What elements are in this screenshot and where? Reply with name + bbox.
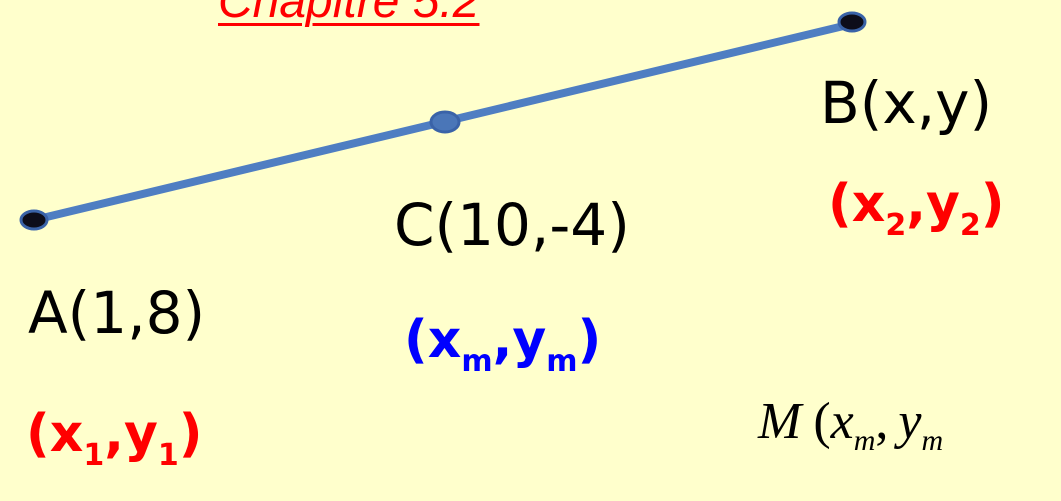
point-b-label: B(x,y) xyxy=(820,69,993,137)
point-a-generic: (x1,y1) xyxy=(26,404,203,473)
point-b-marker xyxy=(837,11,867,33)
point-b-generic: (x2,y2) xyxy=(828,174,1005,243)
chapter-title[interactable]: Chapitre 5.2 xyxy=(218,0,480,28)
midpoint-formula: M(xm,ym xyxy=(758,393,944,457)
point-c-generic: (xm,ym) xyxy=(404,310,602,379)
point-a-marker xyxy=(19,209,49,231)
point-c-marker xyxy=(429,110,461,134)
point-a-label: A(1,8) xyxy=(28,279,206,347)
point-c-label: C(10,-4) xyxy=(394,191,630,259)
